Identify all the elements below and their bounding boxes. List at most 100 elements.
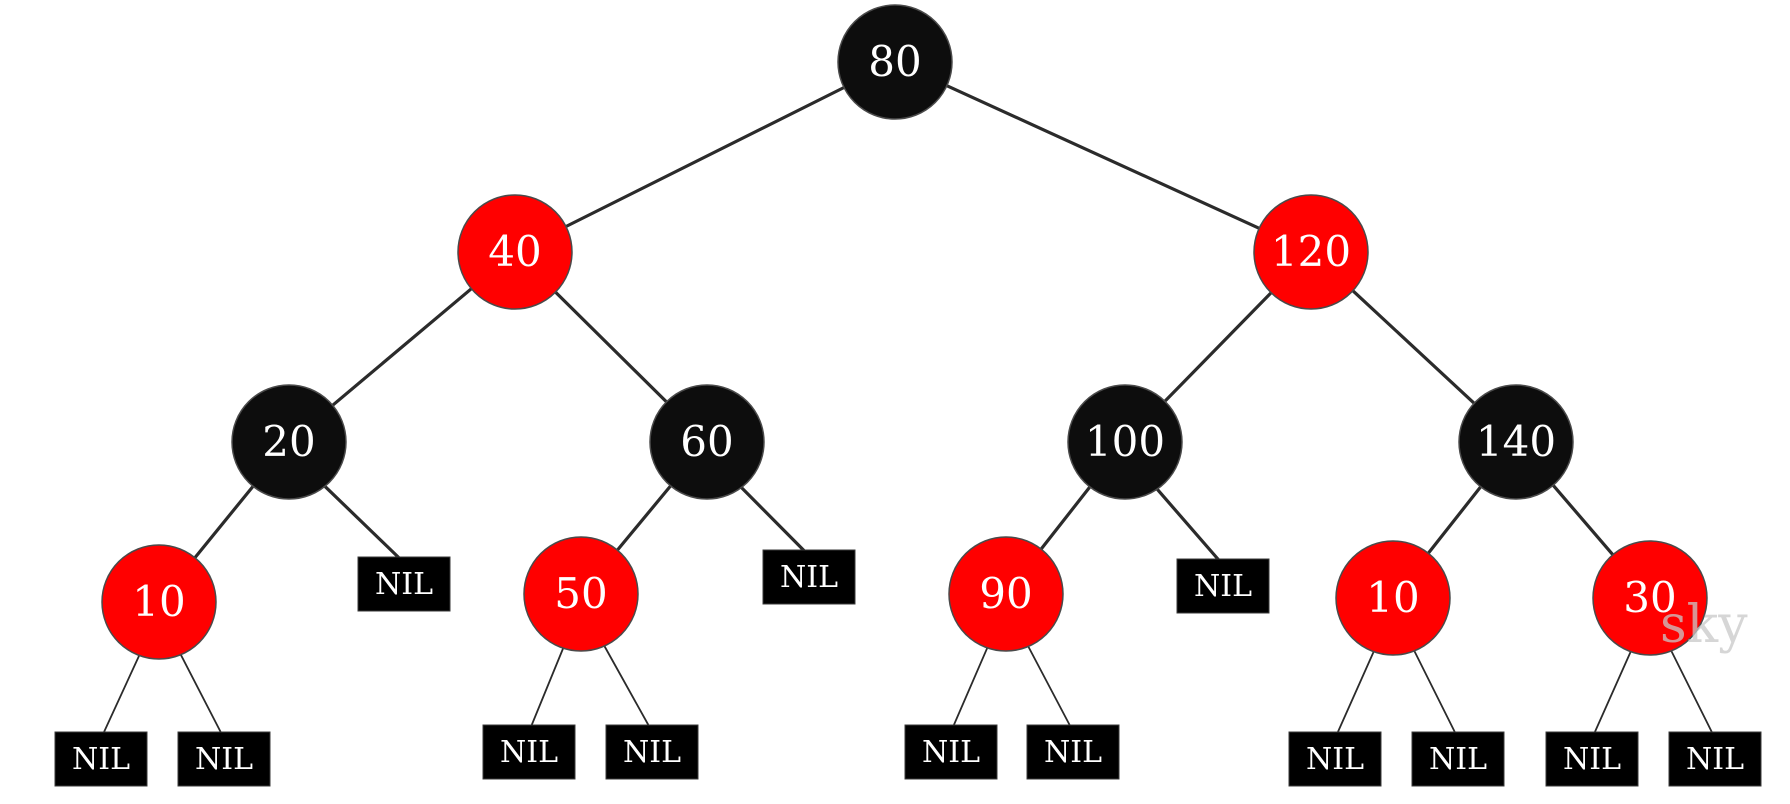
edge-n100-n90 (1039, 485, 1092, 551)
nil-label: NIL (922, 735, 980, 770)
edge-n40-n20 (331, 287, 473, 407)
edge-n30-nil13 (1670, 650, 1714, 735)
nil-leaf: NIL (605, 724, 699, 780)
edges-layer (102, 84, 1714, 735)
node-circle-red (948, 536, 1064, 652)
edge-n120-n100 (1163, 291, 1273, 403)
edge-n140-n10b (1426, 485, 1483, 555)
node-value-label: 50 (554, 569, 607, 618)
node-circle-red (101, 544, 217, 660)
node-circle-black (837, 4, 953, 120)
nil-label: NIL (195, 742, 253, 777)
node-value-label: 20 (262, 417, 315, 466)
nil-box (1026, 724, 1120, 780)
nil-box (1288, 731, 1382, 787)
nil-leaf: NIL (1288, 731, 1382, 787)
tree-node-40: 40 (457, 194, 573, 310)
tree-node-50: 50 (523, 536, 639, 652)
edge-n10a-nil4 (102, 654, 141, 735)
tree-node-60: 60 (649, 384, 765, 500)
edge-n60-nil2 (739, 485, 808, 554)
nil-leaf: NIL (1176, 558, 1270, 614)
edge-n60-n50 (615, 484, 673, 552)
tree-node-140: 140 (1458, 384, 1574, 500)
tree-node-90: 90 (948, 536, 1064, 652)
edge-n80-n40 (564, 85, 846, 229)
edge-n140-n30 (1551, 483, 1615, 557)
nil-leaf: NIL (1545, 731, 1639, 787)
edge-n90-nil9 (1027, 645, 1072, 728)
nil-leaf: NIL (482, 724, 576, 780)
nil-box (904, 724, 998, 780)
nil-box (177, 731, 271, 787)
node-value-label: 100 (1085, 417, 1165, 466)
edge-n10a-nil5 (179, 653, 223, 735)
nil-label: NIL (623, 735, 681, 770)
nil-leaf: NIL (357, 556, 451, 612)
nil-leaves-layer: NIL NIL NIL NIL NIL NIL NIL NIL NIL NIL NIL NIL NIL (54, 549, 1762, 787)
edge-n20-n10a (193, 484, 255, 560)
nil-box (1176, 558, 1270, 614)
nil-box (482, 724, 576, 780)
edge-n20-nil1 (323, 484, 402, 561)
edge-n100-nil3 (1155, 487, 1222, 563)
edge-n120-n140 (1351, 289, 1476, 405)
edge-n30-nil12 (1593, 650, 1632, 735)
node-value-label: 10 (1366, 573, 1419, 622)
edge-n50-nil7 (603, 645, 651, 728)
edge-n90-nil8 (952, 646, 989, 728)
tree-node-80: 80 (837, 4, 953, 120)
node-circle-red (523, 536, 639, 652)
nil-box (357, 556, 451, 612)
nil-box (605, 724, 699, 780)
nil-leaf: NIL (54, 731, 148, 787)
nil-label: NIL (375, 567, 433, 602)
node-circle-red (1592, 540, 1708, 656)
nil-box (762, 549, 856, 605)
watermark-text: sky (1660, 595, 1748, 655)
nil-label: NIL (1563, 742, 1621, 777)
nil-leaf: NIL (177, 731, 271, 787)
tree-node-10: 10 (1335, 540, 1451, 656)
nil-leaf: NIL (904, 724, 998, 780)
node-circle-red (457, 194, 573, 310)
node-value-label: 140 (1476, 417, 1556, 466)
node-value-label: 40 (488, 227, 541, 276)
tree-node-30: 30 (1592, 540, 1708, 656)
nil-box (1545, 731, 1639, 787)
nodes-layer: 80 40 120 20 60 100 140 10 50 90 10 30 (101, 4, 1708, 660)
nil-label: NIL (1194, 569, 1252, 604)
nil-label: NIL (72, 742, 130, 777)
node-value-label: 80 (868, 37, 921, 86)
node-circle-black (231, 384, 347, 500)
nil-label: NIL (1429, 742, 1487, 777)
edge-n40-n60 (553, 290, 669, 404)
nil-label: NIL (500, 735, 558, 770)
tree-node-10: 10 (101, 544, 217, 660)
tree-node-100: 100 (1067, 384, 1183, 500)
nil-label: NIL (780, 560, 838, 595)
node-circle-black (1458, 384, 1574, 500)
node-value-label: 90 (979, 569, 1032, 618)
nil-label: NIL (1686, 742, 1744, 777)
edge-n50-nil6 (530, 647, 565, 728)
nil-box (1668, 731, 1762, 787)
tree-node-20: 20 (231, 384, 347, 500)
nil-leaf: NIL (762, 549, 856, 605)
edge-n10b-nil10 (1336, 650, 1375, 735)
node-circle-red (1253, 194, 1369, 310)
tree-node-120: 120 (1253, 194, 1369, 310)
edge-n10b-nil11 (1413, 650, 1457, 735)
node-circle-black (1067, 384, 1183, 500)
node-circle-red (1335, 540, 1451, 656)
nil-leaf: NIL (1026, 724, 1120, 780)
nil-leaf: NIL (1668, 731, 1762, 787)
node-value-label: 60 (680, 417, 733, 466)
nil-label: NIL (1044, 735, 1102, 770)
node-value-label: 30 (1623, 573, 1676, 622)
node-value-label: 120 (1271, 227, 1351, 276)
edge-n80-n120 (945, 84, 1261, 230)
node-value-label: 10 (132, 577, 185, 626)
nil-box (1411, 731, 1505, 787)
